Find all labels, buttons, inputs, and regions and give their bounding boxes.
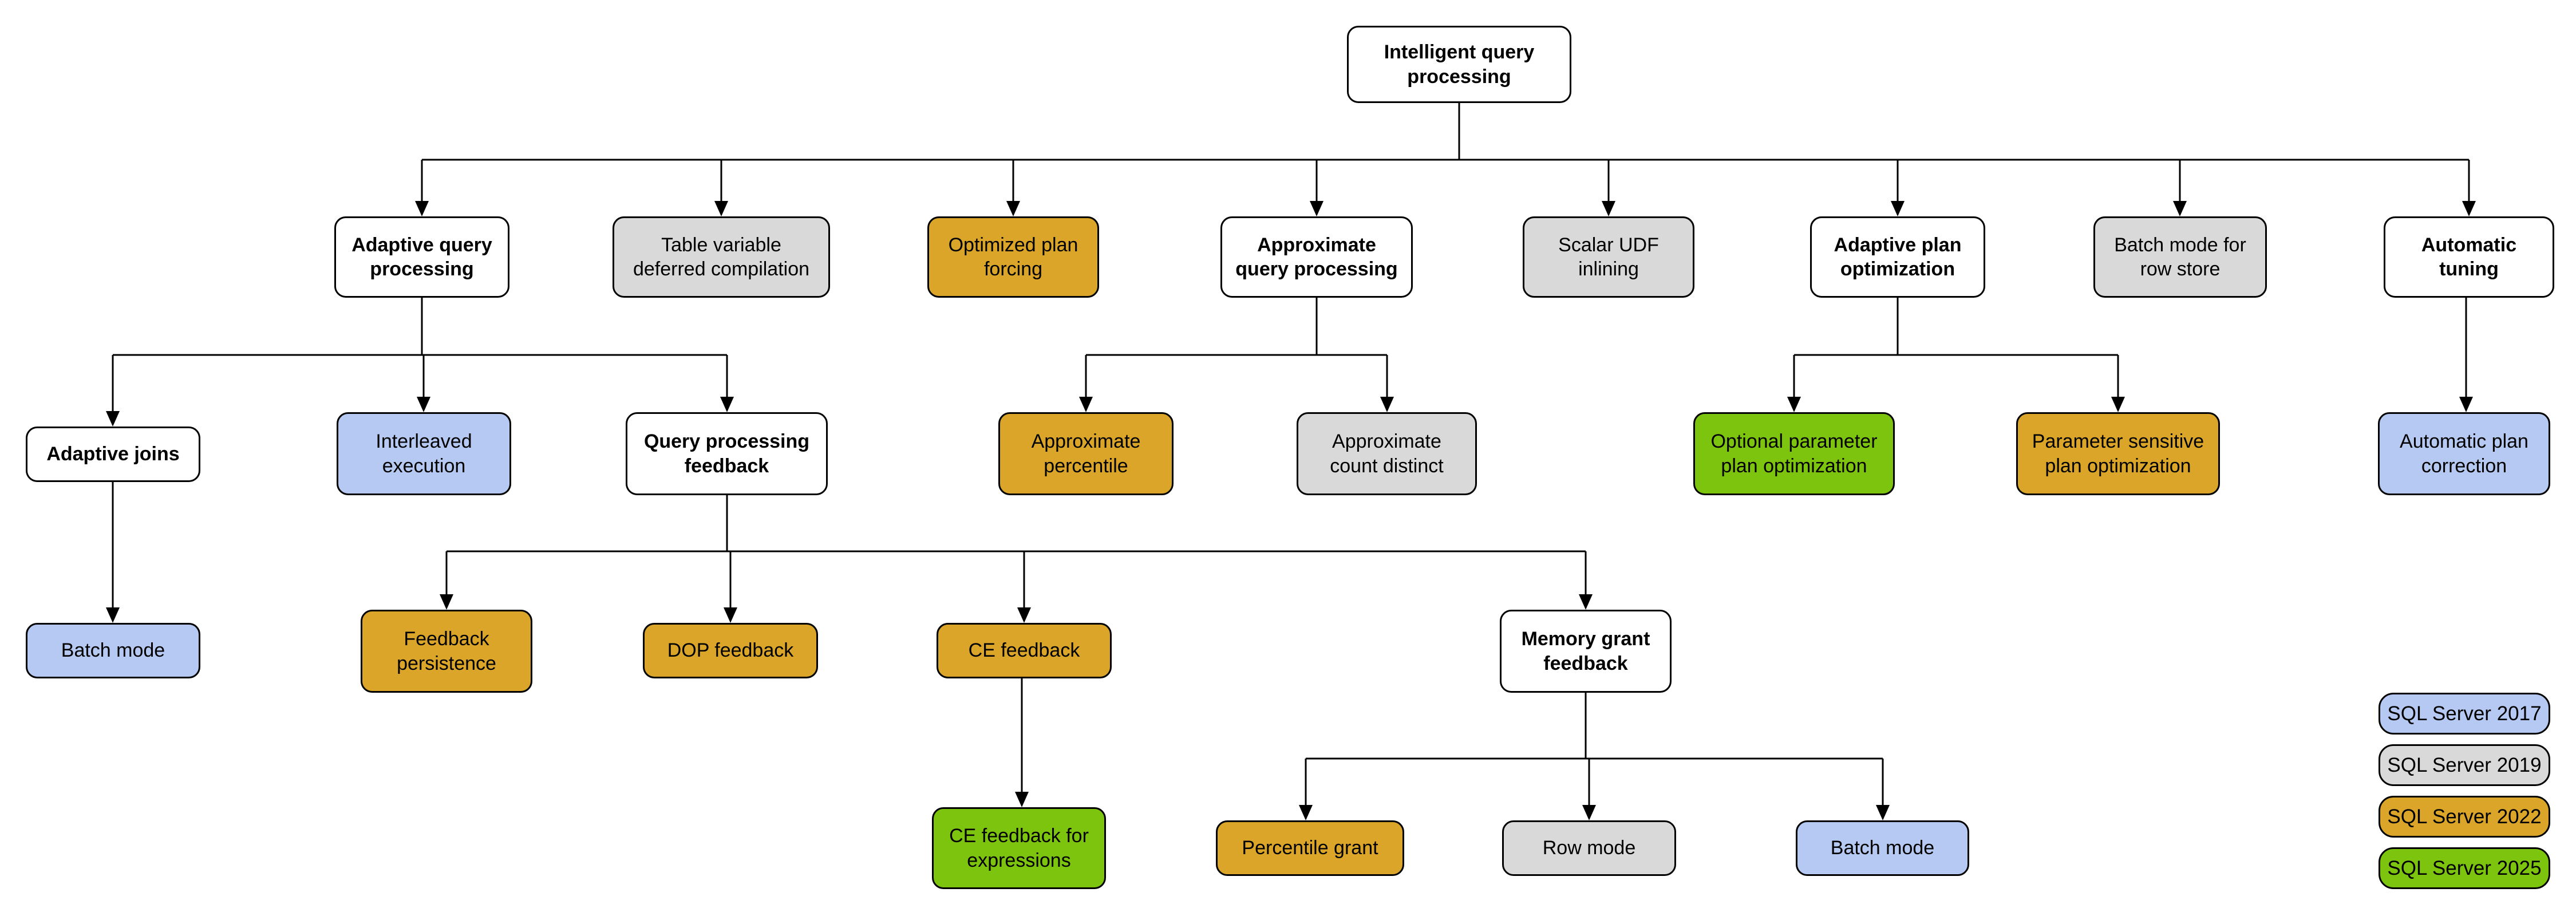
node-percentile-grant: Percentile grant: [1216, 820, 1404, 876]
node-ce-feedback: CE feedback: [937, 623, 1112, 678]
legend-item-sql-server-2017: SQL Server 2017: [2379, 693, 2550, 735]
node-query-processing-feedback: Query processing feedback: [626, 412, 828, 495]
node-row-mode: Row mode: [1502, 820, 1676, 876]
node-batch-mode-adaptive-joins: Batch mode: [26, 623, 200, 678]
node-interleaved-execution: Interleaved execution: [337, 412, 511, 495]
node-feedback-persistence: Feedback persistence: [361, 610, 532, 693]
node-table-variable-deferred-compilation: Table variable deferred compilation: [613, 216, 830, 298]
node-adaptive-plan-optimization: Adaptive plan optimization: [1810, 216, 1985, 298]
node-approximate-percentile: Approximate percentile: [998, 412, 1174, 495]
node-approximate-query-processing: Approximate query processing: [1220, 216, 1413, 298]
node-optimized-plan-forcing: Optimized plan forcing: [927, 216, 1099, 298]
node-batch-mode-memory-grant: Batch mode: [1796, 820, 1969, 876]
legend-item-sql-server-2025: SQL Server 2025: [2379, 847, 2550, 889]
node-adaptive-joins: Adaptive joins: [26, 427, 200, 482]
node-dop-feedback: DOP feedback: [643, 623, 818, 678]
node-automatic-tuning: Automatic tuning: [2384, 216, 2554, 298]
node-optional-parameter-plan-optimization: Optional parameter plan optimization: [1693, 412, 1895, 495]
node-ce-feedback-for-expressions: CE feedback for expressions: [932, 807, 1106, 889]
node-automatic-plan-correction: Automatic plan correction: [2378, 412, 2550, 495]
node-scalar-udf-inlining: Scalar UDF inlining: [1523, 216, 1694, 298]
legend-item-sql-server-2022: SQL Server 2022: [2379, 796, 2550, 838]
node-intelligent-query-processing: Intelligent query processing: [1347, 26, 1571, 103]
node-adaptive-query-processing: Adaptive query processing: [334, 216, 509, 298]
node-batch-mode-for-row-store: Batch mode for row store: [2093, 216, 2267, 298]
legend-item-sql-server-2019: SQL Server 2019: [2379, 744, 2550, 786]
node-approximate-count-distinct: Approximate count distinct: [1297, 412, 1477, 495]
node-memory-grant-feedback: Memory grant feedback: [1500, 610, 1672, 693]
node-parameter-sensitive-plan-optimization: Parameter sensitive plan optimization: [2016, 412, 2220, 495]
